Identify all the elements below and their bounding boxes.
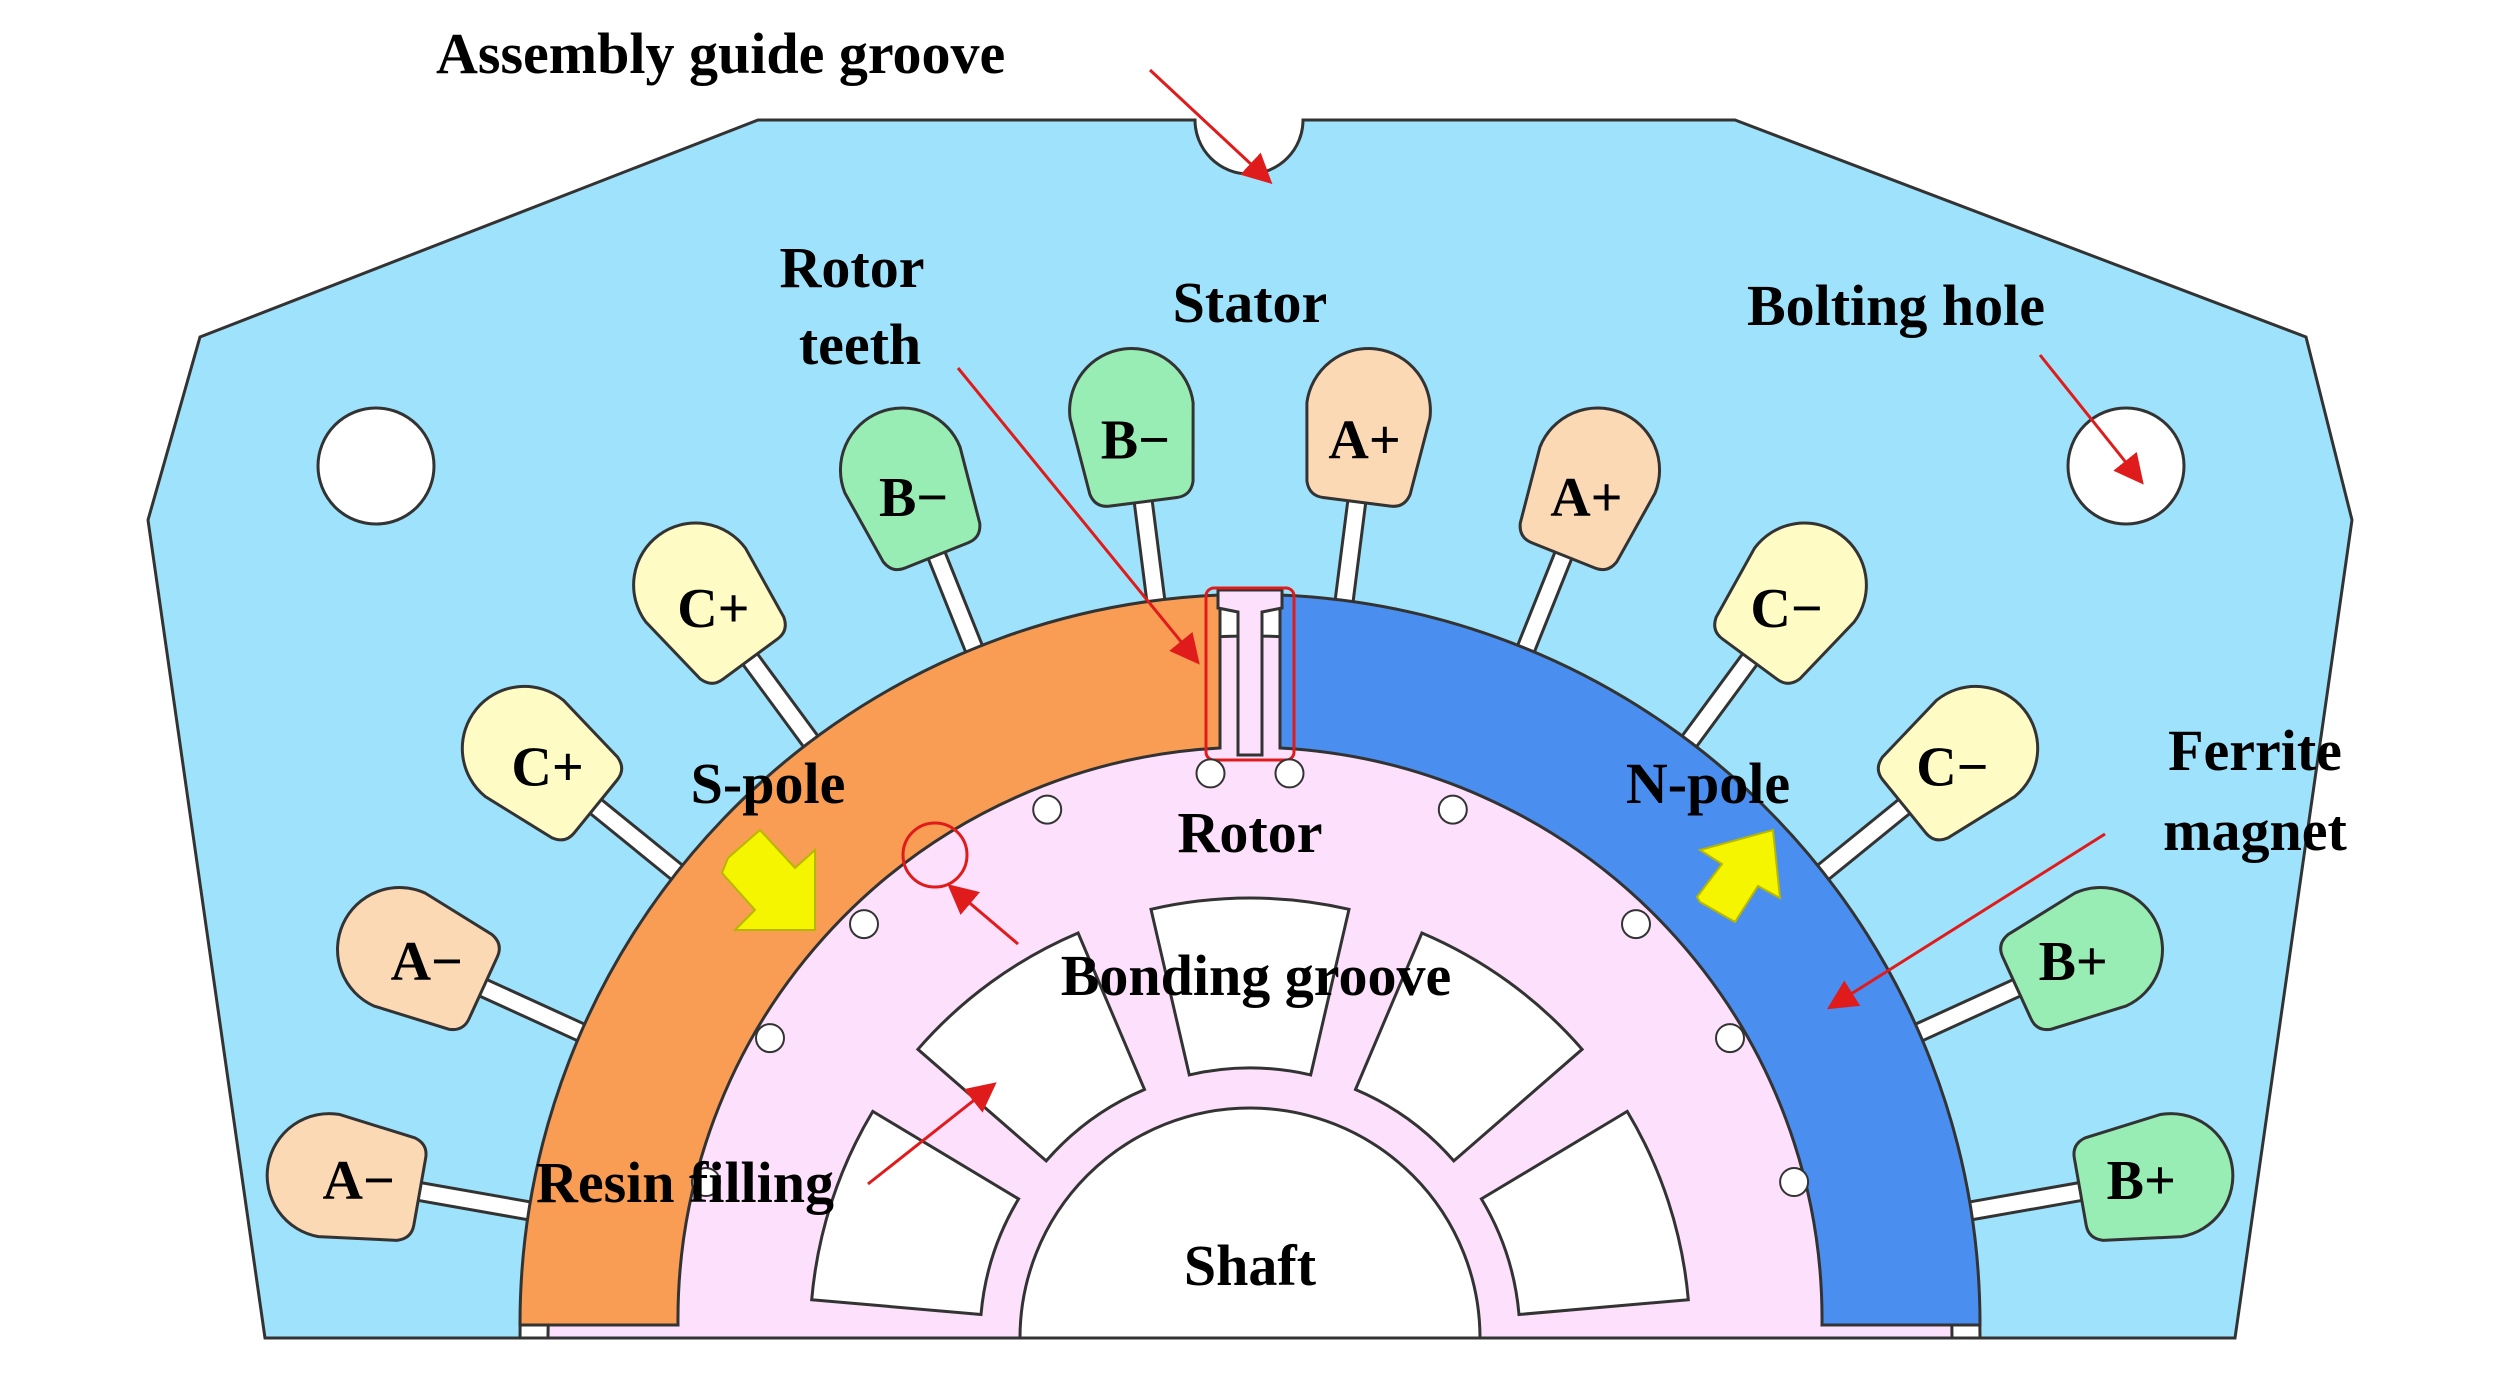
stator-slot [460, 684, 699, 894]
stator-slot [632, 521, 833, 766]
resin-filling-cutouts [810, 896, 1690, 1317]
slot-coil [1876, 684, 2040, 842]
label-bonding-groove: Bonding groove [1061, 943, 1452, 1008]
bonding-groove-highlight [901, 821, 969, 889]
stator-slot [1801, 684, 2040, 894]
bonding-groove [1032, 794, 1063, 825]
bonding-groove [1274, 758, 1305, 789]
slot-coil [336, 886, 501, 1032]
s-pole-magnet [518, 593, 1222, 1327]
stator-slot [1667, 521, 1868, 766]
label-s-pole: S-pole [691, 751, 846, 816]
bolting-hole-left [316, 406, 436, 526]
bonding-groove [755, 1023, 785, 1054]
resin-filling-pocket [915, 931, 1147, 1164]
resin-filling-pocket [1353, 931, 1585, 1164]
label-shaft: Shaft [1184, 1233, 1317, 1298]
slot-coil [632, 521, 787, 685]
slot-coil [1068, 347, 1195, 508]
bonding-groove [690, 1167, 721, 1197]
pointer-arrow-rotor-teeth [956, 367, 1200, 665]
bonding-groove [1437, 794, 1468, 825]
s-pole-flux-arrow [720, 828, 816, 931]
slot-coil [1713, 521, 1868, 685]
n-pole-magnet [1278, 593, 1982, 1327]
slot-label: B− [1101, 409, 1170, 471]
pointer-arrow-bonding-groove [947, 884, 1019, 946]
label-bolting-hole: Bolting hole [1747, 273, 2045, 338]
slot-coil [1305, 347, 1432, 508]
slot-coil [1999, 886, 2164, 1032]
resin-filling-pocket [1149, 896, 1351, 1077]
label-rotor: Rotor [1178, 800, 1323, 865]
label-stator: Stator [1173, 270, 1328, 335]
bonding-groove [1715, 1023, 1745, 1054]
slot-label: C− [1750, 578, 1822, 640]
stator-slot [1068, 347, 1195, 627]
label-rotor-teeth-2: teeth [799, 312, 921, 377]
stator-slot [336, 886, 601, 1050]
rotor-tooth-highlight [1204, 586, 1296, 762]
stator-slots: A− A− C+ C+ B− B− A+ A+ C− C− B+ B+ [265, 347, 2235, 1242]
rotor-tooth [1216, 588, 1284, 757]
slot-label: A− [391, 931, 463, 993]
slot-label: C− [1916, 736, 1988, 798]
label-ferrite-magnet-2: magnet [2163, 798, 2347, 863]
slot-label: A− [323, 1150, 395, 1212]
pointer-arrow-resin-filling [867, 1082, 997, 1186]
bonding-groove [1779, 1167, 1810, 1197]
stator-slot [1507, 406, 1662, 675]
slot-label: A+ [1328, 409, 1400, 471]
resin-filling-pocket [810, 1109, 1021, 1317]
slot-label: C+ [511, 736, 583, 798]
bonding-grooves [690, 758, 1810, 1197]
stator-slot [1955, 1112, 2235, 1242]
bonding-groove [1621, 909, 1651, 940]
n-pole-flux-arrow [1695, 828, 1782, 924]
slot-coil [265, 1112, 428, 1242]
pointer-arrow-bolting-hole [2038, 354, 2144, 485]
slot-coil [460, 684, 624, 842]
slot-label: B+ [2107, 1150, 2176, 1212]
bonding-groove [849, 909, 879, 940]
slot-coil [2072, 1112, 2235, 1242]
slot-label: B+ [2039, 931, 2108, 993]
label-assembly-guide-groove: Assembly guide groove [436, 21, 1005, 86]
stator-slot [1305, 347, 1432, 627]
label-ferrite-magnet-1: Ferrite [2168, 718, 2342, 783]
stator-slot [265, 1112, 545, 1242]
label-resin-filling: Resin filling [536, 1150, 834, 1215]
slot-coil [838, 406, 982, 572]
slot-label: C+ [677, 578, 749, 640]
pointer-arrow-ferrite-magnet [1826, 832, 2106, 1010]
label-rotor-teeth-1: Rotor [780, 235, 925, 300]
pointer-arrow-guide-groove [1148, 68, 1273, 185]
slot-label: A+ [1550, 467, 1622, 529]
resin-filling-pocket [1479, 1109, 1690, 1317]
shaft [1018, 1106, 1482, 1340]
slot-coil [1518, 406, 1662, 572]
bonding-groove [1195, 758, 1226, 789]
label-n-pole: N-pole [1626, 751, 1790, 816]
bolting-hole-right [2066, 406, 2186, 526]
stator-slot [838, 406, 993, 675]
slot-label: B− [879, 467, 948, 529]
